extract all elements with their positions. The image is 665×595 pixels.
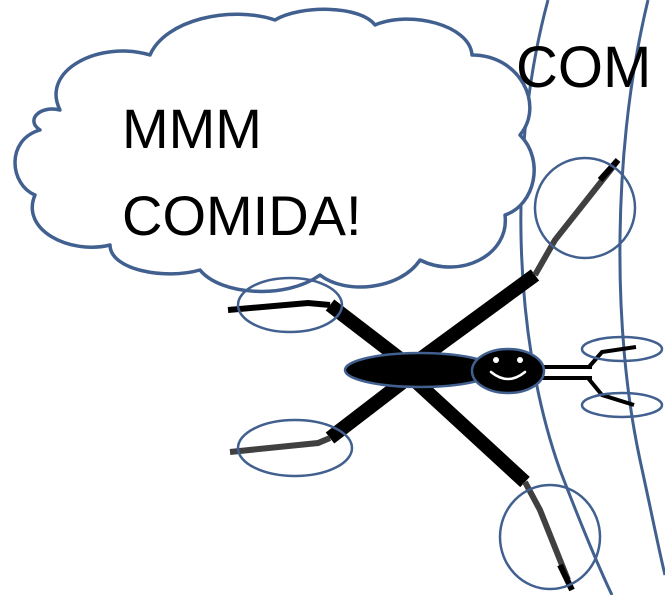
cloud-text-line1: MMM bbox=[122, 97, 262, 160]
joint-circle-upper-left bbox=[236, 276, 344, 334]
joint-circle-foot-lower bbox=[580, 391, 664, 419]
joint-circles bbox=[236, 156, 664, 591]
arm-lower-right bbox=[407, 372, 530, 488]
joint-circle-upper-right bbox=[533, 156, 637, 260]
hand-lower-right bbox=[522, 480, 571, 582]
stick-figure bbox=[227, 157, 637, 592]
hand-lower-left bbox=[229, 435, 332, 455]
cloud-text-line2: COMIDA! bbox=[122, 184, 362, 247]
hand-upper-right-tip bbox=[597, 157, 621, 183]
thought-cloud-icon bbox=[13, 7, 536, 294]
arm-upper-right bbox=[407, 269, 540, 371]
smiley-face-icon bbox=[470, 347, 546, 395]
surface-curve-outer bbox=[618, 0, 665, 576]
joint-circle-lower-left bbox=[236, 418, 354, 478]
joint-circle-foot-upper bbox=[580, 335, 664, 363]
foot-upper bbox=[586, 345, 637, 370]
com-label: COM bbox=[516, 35, 651, 100]
hand-upper-left bbox=[227, 299, 331, 313]
joint-circle-lower-right bbox=[498, 483, 602, 591]
